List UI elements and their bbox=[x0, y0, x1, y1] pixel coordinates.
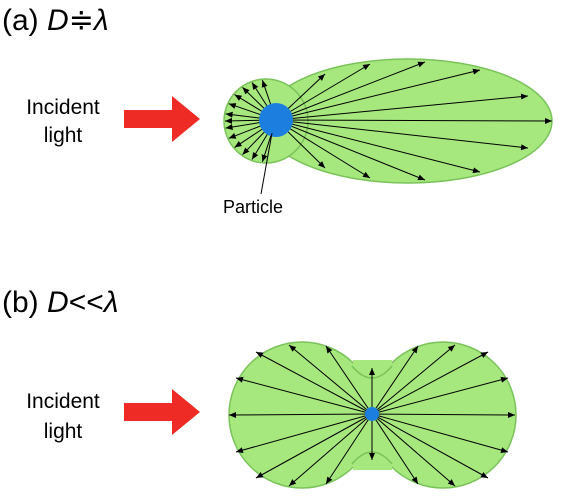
panel-b-heading: (b) D<<λ bbox=[2, 286, 119, 320]
forward-scatter-vector bbox=[275, 117, 553, 124]
forward-scatter-vector bbox=[275, 68, 481, 121]
rayleigh-scatter-vector bbox=[325, 345, 373, 415]
rayleigh-scatter-vector bbox=[255, 413, 373, 479]
forward-scatter-vector bbox=[275, 61, 426, 121]
rayleigh-scatter-vector bbox=[288, 413, 373, 487]
rayleigh-scatter-vector bbox=[371, 345, 419, 415]
panel-b-relation: << bbox=[68, 286, 104, 319]
rayleigh-scatter-vector bbox=[371, 413, 419, 485]
panel-a-heading: (a) D≑λ bbox=[2, 4, 109, 38]
rayleigh-scatter-vector bbox=[371, 411, 516, 418]
forward-scatter-vector bbox=[275, 119, 371, 179]
panel-b-wavelength: λ bbox=[103, 286, 119, 319]
panel-b-incident-label: Incident light bbox=[12, 390, 114, 444]
rayleigh-scattering-vectors bbox=[228, 344, 516, 487]
panel-a-incident-line2: light bbox=[43, 124, 83, 147]
rayleigh-scatter-vector bbox=[371, 413, 456, 487]
rayleigh-scatter-vector bbox=[371, 376, 509, 415]
rayleigh-scatter-vector bbox=[235, 413, 373, 454]
rayleigh-scatter-vector bbox=[255, 351, 373, 415]
particle-label: Particle bbox=[223, 197, 284, 217]
panel-a-incident-arrow bbox=[124, 96, 200, 142]
panel-a-incident-line1: Incident bbox=[26, 96, 100, 119]
panel-b-variable: D bbox=[47, 286, 69, 319]
rayleigh-scatter-vector bbox=[288, 344, 373, 415]
rayleigh-scatter-vector bbox=[235, 376, 373, 415]
rayleigh-scatter-vector bbox=[371, 344, 456, 415]
panel-a-wavelength: λ bbox=[93, 4, 109, 37]
rayleigh-scatter-vector bbox=[325, 413, 373, 485]
rayleigh-scatter-vector bbox=[228, 411, 373, 418]
mie-scattering-vectors bbox=[224, 61, 553, 181]
particle-leader-line bbox=[260, 132, 273, 195]
forward-scatter-vector bbox=[275, 93, 529, 121]
panel-b-incident-line2: light bbox=[43, 420, 83, 443]
panel-a-variable: D bbox=[47, 4, 69, 37]
forward-scatter-vector bbox=[275, 119, 426, 181]
panel-a-relation: ≑ bbox=[68, 4, 94, 37]
forward-scatter-vector bbox=[275, 119, 529, 151]
rayleigh-scatter-vector bbox=[371, 413, 489, 479]
panel-b-incident-arrow bbox=[124, 389, 200, 435]
panel-b-incident-line1: Incident bbox=[26, 390, 100, 413]
forward-scatter-vector bbox=[275, 63, 371, 121]
panel-b-prefix: (b) bbox=[2, 286, 39, 319]
rayleigh-scatter-vector bbox=[371, 351, 489, 415]
particle-small bbox=[365, 407, 379, 421]
particle-large bbox=[259, 103, 293, 137]
panel-a-prefix: (a) bbox=[2, 4, 39, 37]
rayleigh-scatter-vector bbox=[371, 413, 509, 454]
panel-a-incident-label: Incident light bbox=[12, 96, 114, 148]
forward-scatter-vector bbox=[275, 119, 481, 174]
